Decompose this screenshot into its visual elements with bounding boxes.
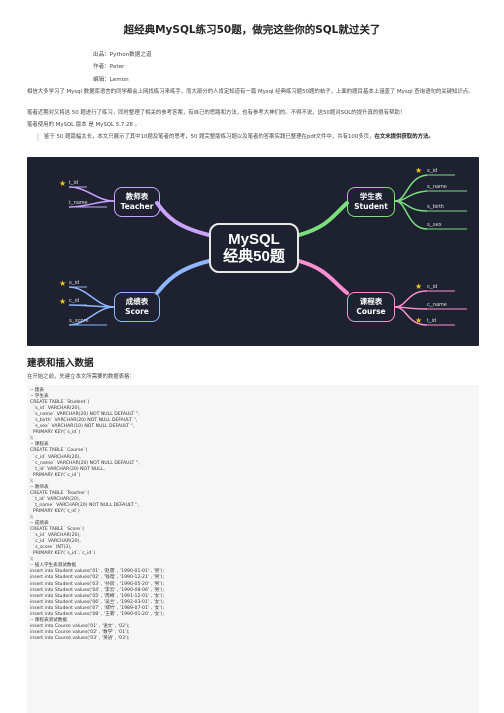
code-line: PRIMARY KEY(`c_id`): [30, 472, 81, 478]
intro-paragraph-3: 笔者使用的 MySQL 版本 是 MySQL 5.7.28 。: [27, 122, 140, 128]
star-icon: ★: [59, 279, 67, 288]
code-line: `c_id` VARCHAR(20),: [30, 539, 81, 545]
mindmap-connectors: [68, 174, 467, 326]
code-line: `t_id` VARCHAR(20),: [30, 496, 81, 502]
mindmap-center-line2: 经典50题: [223, 248, 285, 265]
code-line: `c_id` VARCHAR(20),: [30, 454, 81, 460]
note-quote-text: 鉴于 50 题篇幅太长，本文只展示了其中10题及笔者的思考，50 题完整版练习题…: [44, 134, 375, 140]
mindmap-banner: MySQL 经典50题 教师表 Teacher ★ t_id t_name 学生…: [27, 157, 479, 346]
star-icon: ★: [415, 316, 423, 325]
score-field: c_id: [69, 298, 80, 304]
score-en-label: Score: [125, 307, 149, 316]
intro-paragraph-1: 相信大多学习了 Mysql 数据库语言的同学都会上网找练习来练手，而大部分的人肯…: [27, 89, 474, 95]
code-line: -- 教师表: [30, 484, 49, 490]
code-line: insert into Course values('01' , '语文' , …: [30, 623, 130, 629]
course-field: c_id: [427, 284, 438, 290]
student-field: s_id: [427, 168, 438, 174]
code-line: CREATE TABLE `Score`(: [30, 527, 85, 533]
star-icon: ★: [59, 297, 67, 306]
code-line: `s_score` INT(3),: [30, 545, 72, 551]
teacher-cn-label: 教师表: [125, 192, 149, 201]
code-line: insert into Student values('06' , '吴兰' ,…: [30, 599, 165, 605]
section-heading: 建表和插入数据: [27, 358, 94, 369]
code-line: PRIMARY KEY(`s_id`,`c_id`): [30, 551, 96, 557]
code-line: CREATE TABLE `Student`(: [30, 400, 90, 406]
star-icon: ★: [415, 282, 423, 291]
code-line: `s_id` VARCHAR(20),: [30, 406, 81, 412]
code-line: insert into Course values('02' , '数学' , …: [30, 629, 130, 635]
code-line: PRIMARY KEY(`s_id`): [30, 430, 81, 436]
score-field: s_score: [69, 318, 89, 324]
intro-paragraph-2: 笔者近期对又将这 50 题进行了练习，同时整理了相关的参考答案，有自己的思路和方…: [27, 110, 406, 116]
code-line: );: [30, 557, 34, 563]
mindmap-node-course: 课程表 Course: [347, 292, 395, 322]
student-field: s_birth: [427, 204, 444, 210]
article-title: 超经典MySQL练习50题，做完这些你的SQL就过关了: [123, 24, 381, 36]
code-line: insert into Student values('05' , '周梅' ,…: [30, 593, 165, 599]
student-cn-label: 学生表: [359, 192, 383, 201]
code-line: `t_id` VARCHAR(20) NOT NULL,: [30, 466, 105, 472]
mindmap-center-line1: MySQL: [228, 231, 280, 248]
code-line: insert into Student values('01' , '赵雷' ,…: [30, 569, 165, 575]
mindmap-node-teacher: 教师表 Teacher: [114, 187, 160, 217]
code-line: insert into Course values('03' , '英语' , …: [30, 635, 130, 641]
teacher-en-label: Teacher: [120, 202, 154, 211]
course-cn-label: 课程表: [359, 297, 383, 306]
code-line: CREATE TABLE `Course`(: [30, 448, 88, 454]
star-icon: ★: [415, 166, 423, 175]
code-line: );: [30, 436, 34, 442]
code-line: `s_id` VARCHAR(20),: [30, 533, 81, 539]
course-field: c_name: [427, 302, 447, 308]
code-line: insert into Student values('02' , '钱电' ,…: [30, 575, 165, 581]
code-line: -- 课程表: [30, 442, 49, 448]
code-line: CREATE TABLE `Teacher`(: [30, 490, 90, 496]
teacher-field: t_id: [69, 180, 79, 186]
code-line: insert into Student values('04' , '李云' ,…: [30, 587, 165, 593]
course-field: t_id: [427, 318, 437, 324]
note-quote: 鉴于 50 题篇幅太长，本文只展示了其中10题及笔者的思考，50 题完整版练习题…: [37, 133, 484, 142]
code-line: `s_sex` VARCHAR(10) NOT NULL DEFAULT '',: [30, 424, 135, 430]
teacher-field: t_name: [69, 200, 88, 206]
code-line: `c_name` VARCHAR(20) NOT NULL DEFAULT ''…: [30, 460, 140, 466]
code-line: -- 学生表: [30, 394, 49, 400]
code-line: -- 建表: [30, 388, 44, 393]
mindmap-node-score: 成绩表 Score: [114, 292, 160, 322]
code-line: insert into Student values('07' , '郑竹' ,…: [30, 605, 165, 611]
star-icon: ★: [59, 179, 67, 188]
code-line: insert into Student values('03' , '孙风' ,…: [30, 581, 165, 587]
code-line: -- 插入学生表测试数据: [30, 563, 77, 569]
code-line: PRIMARY KEY(`t_id`): [30, 508, 80, 514]
section-intro: 在开始之前，先建立本文所需要的数据表格：: [27, 374, 135, 380]
note-quote-bold: 在文末提供获取的方法。: [374, 134, 434, 140]
student-en-label: Student: [354, 202, 388, 211]
code-line: `t_name` VARCHAR(20) NOT NULL DEFAULT ''…: [30, 502, 139, 508]
score-cn-label: 成绩表: [125, 297, 149, 306]
meta-author: 作者：Peter: [93, 64, 125, 70]
code-line: );: [30, 514, 34, 520]
code-line: );: [30, 478, 34, 484]
code-line: `s_name` VARCHAR(20) NOT NULL DEFAULT ''…: [30, 412, 140, 418]
code-line: insert into Student values('08' , '王菊' ,…: [30, 611, 165, 617]
meta-source: 出品：Python数据之道: [93, 52, 152, 58]
course-en-label: Course: [356, 307, 386, 316]
score-field: s_id: [69, 280, 80, 286]
meta-editor: 编辑：Lemon: [93, 77, 129, 83]
code-line: -- 成绩表: [30, 521, 49, 527]
code-line: -- 课程表测试数据: [30, 617, 67, 623]
code-line: `s_birth` VARCHAR(20) NOT NULL DEFAULT '…: [30, 418, 138, 424]
mindmap-node-student: 学生表 Student: [347, 187, 395, 217]
mindmap-center-node: MySQL 经典50题: [209, 223, 299, 273]
student-field: s_sex: [427, 222, 442, 228]
student-field: s_name: [427, 184, 447, 190]
